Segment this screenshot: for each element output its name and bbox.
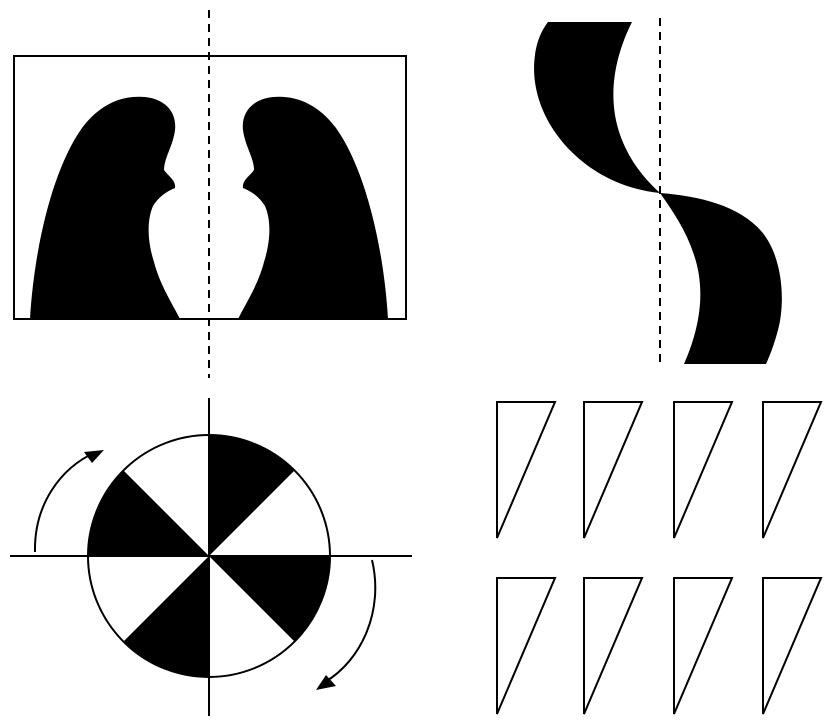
triangle-r2-c4 xyxy=(763,578,821,714)
pinwheel-sector-1 xyxy=(209,435,295,556)
left-face-silhouette xyxy=(30,97,180,319)
triangle-r2-c3 xyxy=(674,578,732,714)
triangle-r2-c1 xyxy=(497,578,555,714)
triangle-r1-c2 xyxy=(584,402,642,538)
panel-rotational-symmetry xyxy=(10,398,412,716)
triangle-r1-c4 xyxy=(763,402,821,538)
s-shape-upper-half xyxy=(534,22,660,193)
pinwheel-sector-4 xyxy=(88,470,209,556)
s-shape-lower-half xyxy=(660,193,782,364)
triangle-r1-c3 xyxy=(674,402,732,538)
pinwheel-sector-3 xyxy=(123,556,209,677)
panel-s-shape xyxy=(534,18,782,364)
triangle-r2-c2 xyxy=(584,578,642,714)
pinwheel-sector-2 xyxy=(209,556,330,642)
rotation-arrow-lower-arc xyxy=(325,560,375,682)
rotation-arrow-upper-arc xyxy=(35,452,96,552)
panel-translation-pattern xyxy=(497,402,821,714)
triangle-r1-c1 xyxy=(497,402,555,538)
panel-mirror-symmetry xyxy=(14,10,406,378)
right-face-silhouette xyxy=(238,97,388,319)
